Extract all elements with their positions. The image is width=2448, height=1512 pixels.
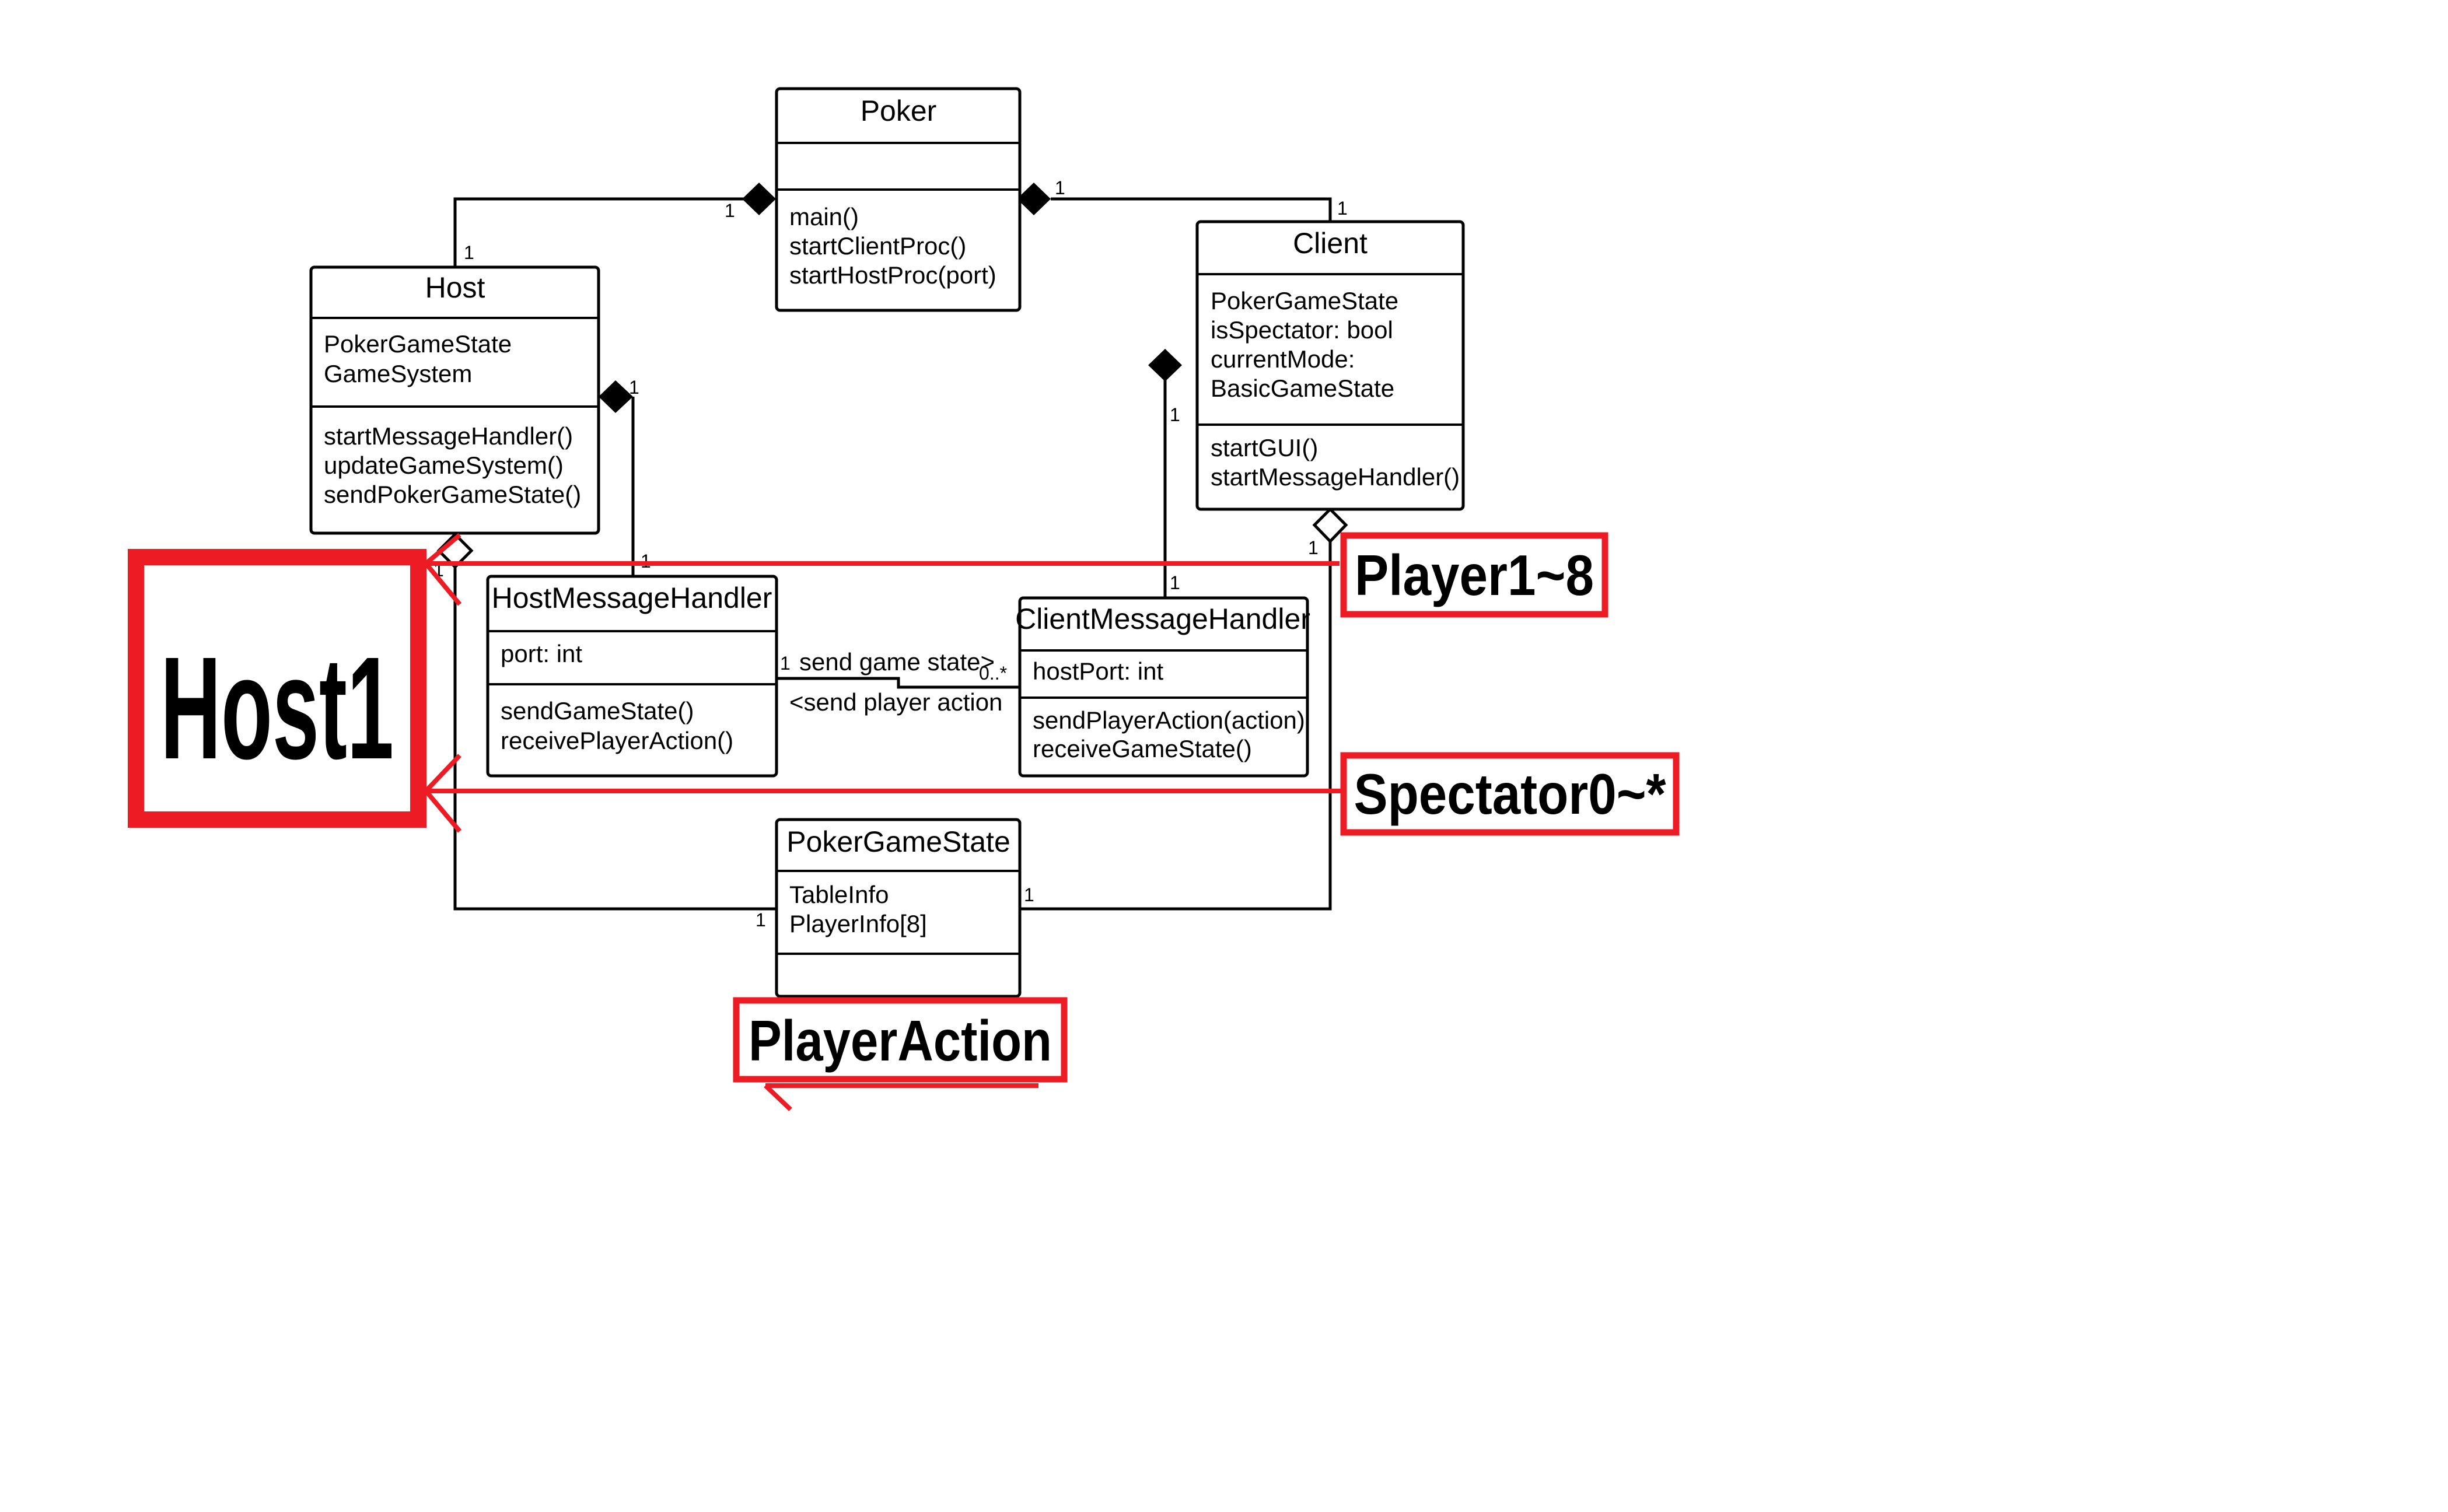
multiplicity: 1 bbox=[464, 242, 474, 263]
annotations: Host1 Player1~8 Spectator0~* PlayerActio… bbox=[128, 532, 1680, 1111]
multiplicity: 1 bbox=[629, 377, 639, 398]
multiplicity: 1 bbox=[780, 653, 791, 674]
player-annotation-box bbox=[1340, 532, 1608, 618]
spectator-annotation: Spectator0~* bbox=[1354, 762, 1667, 826]
host-pgs-aggregation-line bbox=[453, 567, 777, 911]
class-name: Client bbox=[1293, 227, 1368, 260]
poker-client-diamond bbox=[1017, 183, 1051, 215]
attribute: PokerGameState bbox=[324, 330, 512, 358]
method: startMessageHandler() bbox=[1211, 463, 1460, 491]
method: sendGameState() bbox=[501, 697, 694, 724]
player-annotation: Player1~8 bbox=[1355, 543, 1594, 607]
method: startGUI() bbox=[1211, 434, 1318, 461]
attribute: hostPort: int bbox=[1033, 657, 1163, 685]
host-poker-composition-line bbox=[453, 197, 751, 267]
method: receivePlayerAction() bbox=[501, 727, 733, 754]
player-action-annotation: PlayerAction bbox=[749, 1009, 1052, 1073]
class-host-message-handler[interactable]: HostMessageHandler port: int sendGameSta… bbox=[486, 575, 778, 778]
player-action-annotation-box bbox=[733, 997, 1068, 1083]
client-pgs-aggregation-line bbox=[1020, 541, 1332, 911]
host1-annotation-box bbox=[128, 549, 426, 828]
class-name: Host bbox=[425, 271, 485, 304]
attribute: PokerGameState bbox=[1211, 287, 1398, 314]
method: startMessageHandler() bbox=[324, 422, 573, 450]
multiplicity: 1 bbox=[1170, 404, 1180, 425]
association-label-send-game-state: send game state> bbox=[799, 648, 995, 676]
multiplicity: 1 bbox=[1337, 198, 1348, 219]
association-label-send-player-action: <send player action bbox=[789, 688, 1002, 716]
multiplicity: 1 bbox=[1308, 537, 1319, 558]
class-client-message-handler[interactable]: ClientMessageHandler hostPort: int sendP… bbox=[1015, 596, 1310, 778]
client-cmh-diamond bbox=[1148, 349, 1182, 382]
attribute: port: int bbox=[501, 640, 582, 667]
class-name: ClientMessageHandler bbox=[1015, 603, 1310, 635]
method: sendPokerGameState() bbox=[324, 481, 581, 508]
method: updateGameSystem() bbox=[324, 452, 564, 479]
class-poker[interactable]: Poker main() startClientProc() startHost… bbox=[775, 87, 1022, 312]
multiplicity: 1 bbox=[725, 200, 735, 221]
poker-host-diamond bbox=[742, 183, 776, 215]
host1-annotation: Host1 bbox=[160, 626, 394, 789]
attribute: isSpectator: bool bbox=[1211, 316, 1393, 344]
multiplicity: 1 bbox=[1055, 177, 1065, 198]
attribute: PlayerInfo[8] bbox=[789, 910, 927, 937]
attribute: TableInfo bbox=[789, 881, 889, 908]
multiplicity: 1 bbox=[1024, 884, 1034, 905]
host-hmh-diamond bbox=[599, 380, 633, 413]
class-poker-game-state[interactable]: PokerGameState TableInfo PlayerInfo[8] bbox=[775, 818, 1022, 998]
class-name: PokerGameState bbox=[786, 825, 1010, 858]
class-name: HostMessageHandler bbox=[492, 582, 772, 614]
class-client[interactable]: Client PokerGameState isSpectator: bool … bbox=[1195, 220, 1465, 511]
class-host[interactable]: Host PokerGameState GameSystem startMess… bbox=[309, 265, 600, 535]
multiplicity: 0..* bbox=[979, 663, 1007, 684]
poker-client-composition-line bbox=[1051, 197, 1332, 222]
method: sendPlayerAction(action) bbox=[1033, 706, 1305, 734]
multiplicity: 1 bbox=[756, 909, 766, 930]
spectator-annotation-box bbox=[1340, 752, 1680, 836]
method: startHostProc(port) bbox=[789, 261, 996, 289]
class-name: Poker bbox=[861, 94, 937, 127]
player-action-arrow-head bbox=[764, 1084, 792, 1111]
attribute: GameSystem bbox=[324, 360, 472, 387]
attribute: BasicGameState bbox=[1211, 374, 1394, 402]
method: receiveGameState() bbox=[1033, 735, 1252, 762]
client-pgs-diamond bbox=[1312, 507, 1348, 544]
method: main() bbox=[789, 203, 859, 230]
attribute: currentMode: bbox=[1211, 345, 1355, 373]
method: startClientProc() bbox=[789, 232, 966, 260]
multiplicity: 1 bbox=[1170, 572, 1180, 593]
hmh-cmh-association-line bbox=[777, 677, 1020, 689]
